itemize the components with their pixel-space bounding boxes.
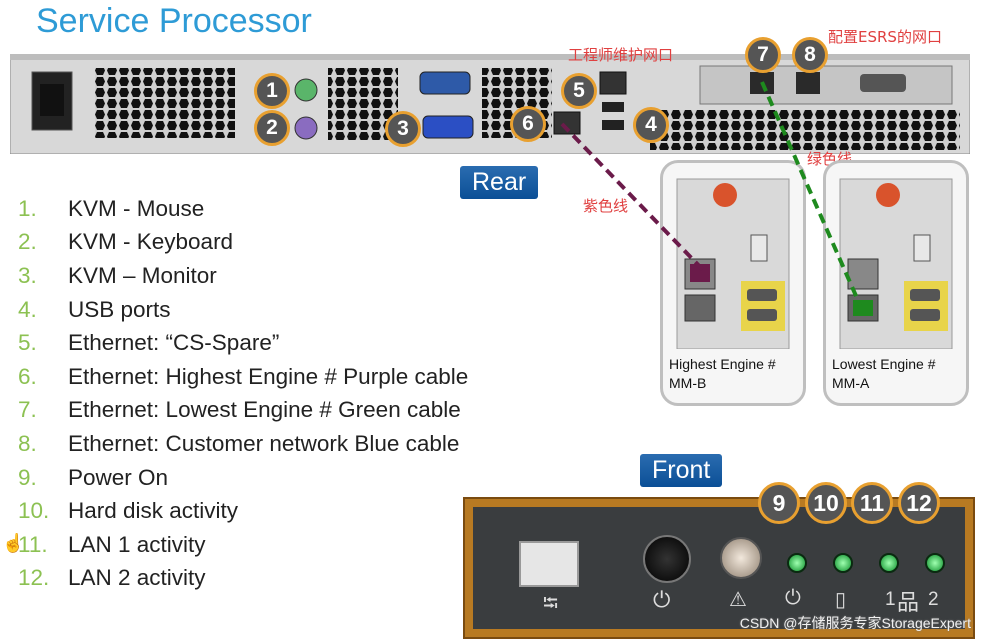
watermark: CSDN @存储服务专家StorageExpert — [739, 615, 971, 631]
serial-port — [419, 71, 471, 95]
callout-badge: 3 — [385, 111, 421, 147]
list-item: 9.Power On — [18, 464, 169, 490]
list-item: 3.KVM – Monitor — [18, 262, 217, 288]
callout-badge: 8 — [792, 37, 828, 73]
keyboard-port — [294, 116, 318, 140]
front-panel: ⭾ ⏻ ⚠ ⏻ ▯ 1 品 2 — [463, 497, 975, 639]
callout-badge: 12 — [898, 482, 940, 524]
lan1-label: 1 — [885, 589, 896, 610]
ethernet-port-5 — [599, 71, 627, 95]
usb-port-b — [602, 120, 624, 130]
usb-port — [519, 541, 579, 587]
callout-badge: 6 — [510, 106, 546, 142]
list-item: 4.USB ports — [18, 296, 171, 322]
green-cable-line — [760, 81, 862, 306]
module-mm-b-line1: Highest Engine # — [669, 356, 776, 372]
list-item: 6.Ethernet: Highest Engine # Purple cabl… — [18, 363, 469, 389]
list-item: 2.KVM - Keyboard — [18, 229, 234, 255]
callout-badge: 9 — [758, 482, 800, 524]
warning-icon: ⚠ — [729, 589, 747, 611]
list-item: 8.Ethernet: Customer network Blue cable — [18, 430, 460, 456]
ethernet-port-8 — [796, 72, 820, 94]
vent-slots-left — [95, 68, 235, 138]
engineer-port-label: 工程师维护网口 — [568, 46, 674, 64]
lan2-label: 2 — [928, 589, 939, 610]
network-icon: 品 — [897, 590, 920, 615]
vent-hex-c — [650, 110, 960, 150]
purple-cable-line — [560, 122, 707, 274]
usb-port-a — [602, 102, 624, 112]
list-item: 1.KVM - Mouse — [18, 195, 205, 221]
list-item: 10.Hard disk activity — [18, 498, 239, 524]
usb-icon: ⭾ — [543, 593, 559, 615]
lan1-led — [879, 553, 899, 573]
power-button[interactable] — [643, 535, 691, 583]
callout-badge: 1 — [254, 73, 290, 109]
disk-icon: ▯ — [835, 589, 847, 611]
power-led — [787, 553, 807, 573]
callout-badge: 5 — [561, 73, 597, 109]
vga-port — [422, 115, 474, 139]
serial-port-2 — [860, 74, 906, 92]
callout-badge: 2 — [254, 110, 290, 146]
disk-led — [833, 553, 853, 573]
power-icon: ⏻ — [653, 587, 671, 612]
module-mm-b-line2: MM-B — [669, 375, 707, 391]
lan2-led — [925, 553, 945, 573]
module-mm-a-line2: MM-A — [832, 375, 870, 391]
purple-line-label: 紫色线 — [583, 197, 629, 215]
module-mm-a-line1: Lowest Engine # — [832, 356, 936, 372]
pci-card — [699, 65, 953, 105]
callout-badge: 4 — [633, 107, 669, 143]
legend-list: 1.KVM - Mouse 2.KVM - Keyboard 3.KVM – M… — [18, 192, 468, 595]
mouse-port — [294, 78, 318, 102]
list-item: 7.Ethernet: Lowest Engine # Green cable — [18, 397, 461, 423]
page-title: Service Processor — [36, 2, 312, 40]
list-item: 5.Ethernet: “CS-Spare” — [18, 330, 280, 356]
module-mm-b: Highest Engine # MM-B — [660, 160, 806, 406]
list-item: 12.LAN 2 activity — [18, 565, 206, 591]
list-item: 11.LAN 1 activity — [18, 531, 206, 557]
ethernet-port-6 — [553, 111, 581, 135]
callout-badge: 7 — [745, 37, 781, 73]
front-tab: Front — [640, 454, 723, 487]
esrs-port-label: 配置ESRS的网口 — [828, 28, 942, 46]
callout-badge: 11 — [851, 482, 893, 524]
callout-badge: 10 — [805, 482, 847, 524]
reset-button[interactable] — [720, 537, 762, 579]
power-led-icon: ⏻ — [785, 587, 801, 609]
rear-tab: Rear — [460, 166, 539, 199]
hand-cursor-icon: ☝ — [2, 533, 25, 553]
